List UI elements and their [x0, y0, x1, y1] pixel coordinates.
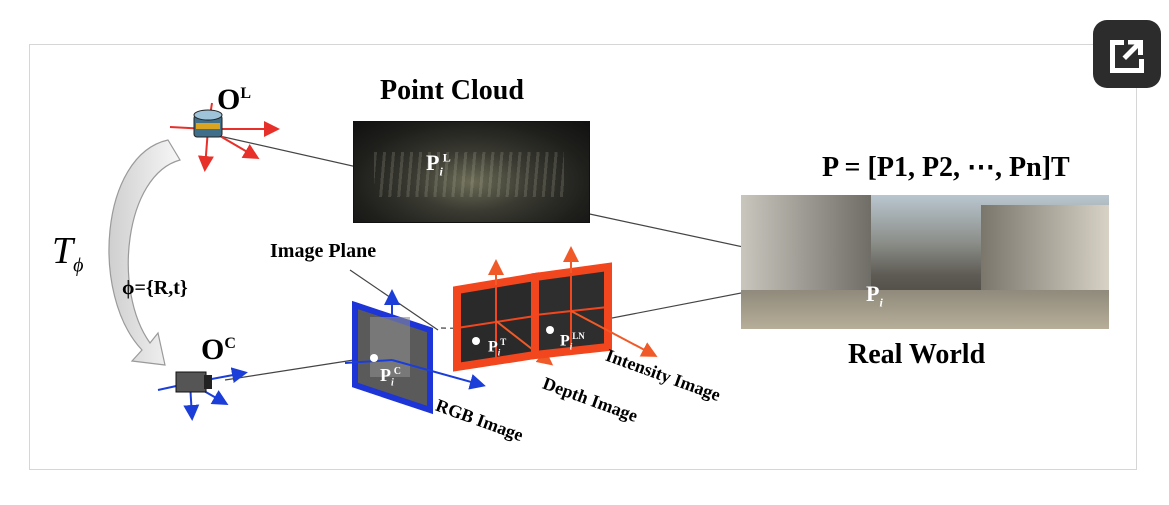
camera-sensor — [157, 367, 248, 421]
point-intensity-label: PiLN — [560, 331, 585, 352]
transform-arrow — [108, 139, 181, 366]
point-cloud-title: Point Cloud — [380, 75, 524, 106]
image-plane-label: Image Plane — [270, 240, 377, 262]
open-in-new-icon — [1110, 40, 1144, 73]
transform-params: ϕ={R,t} — [122, 277, 188, 299]
rgb-image-plane — [344, 289, 486, 415]
intensity-image-plane — [531, 246, 658, 360]
point-camera-label: PiC — [380, 365, 402, 389]
camera-origin-label: OC — [201, 333, 236, 366]
transform-symbol: Tϕ — [52, 230, 84, 277]
lidar-origin-label: OL — [217, 83, 252, 116]
diagram-graphics — [108, 102, 862, 421]
point-world-label: Pi — [866, 281, 883, 310]
point-set-formula: P = [P1, P2, ⋯, Pn]T — [822, 152, 1070, 183]
point-lidar-label: PiL — [426, 150, 451, 179]
point-cloud-image — [353, 121, 590, 223]
real-world-title: Real World — [848, 339, 986, 370]
point-marker-rgb — [370, 354, 378, 362]
expand-button[interactable] — [1093, 20, 1161, 88]
point-marker-intensity — [546, 326, 554, 334]
point-marker-depth — [472, 337, 480, 345]
lidar-sensor — [169, 102, 280, 172]
point-depth-label: PiT — [488, 337, 507, 358]
real-world-photo — [741, 195, 1109, 329]
